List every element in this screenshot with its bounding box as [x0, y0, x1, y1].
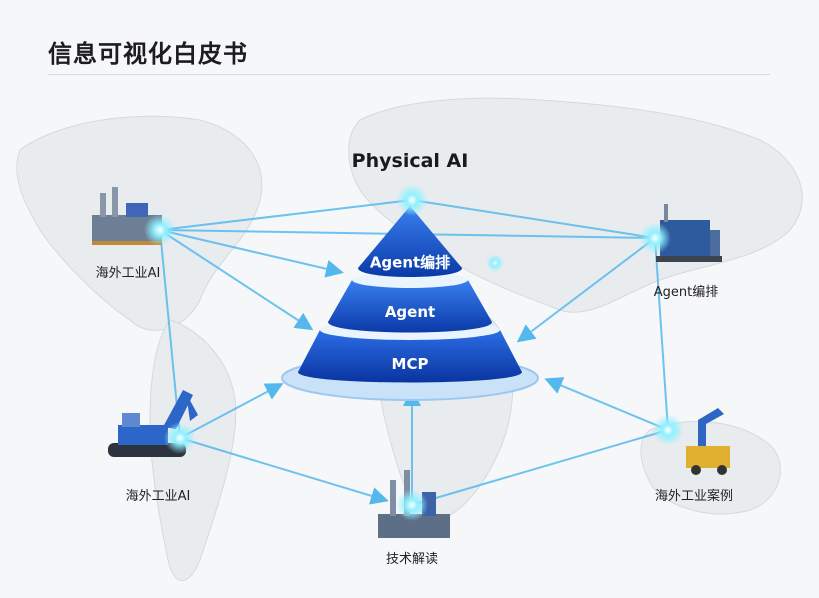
connection-link: [159, 229, 344, 278]
tier-label-agent: Agent: [384, 303, 436, 321]
connection-link: [516, 237, 656, 343]
connection-link: [654, 237, 669, 431]
tier-label-mcp: MCP: [391, 355, 429, 373]
connection-links: [159, 199, 669, 506]
node-label-overseas-industrial-ai-2: 海外工业AI: [125, 489, 191, 504]
robot-arm-forklift-icon: [686, 408, 730, 475]
tier-agent: [328, 280, 492, 333]
tier-mcp: [298, 330, 522, 383]
node-glow: [639, 222, 671, 254]
connection-link: [159, 229, 314, 331]
connection-link: [411, 429, 669, 506]
connection-link: [179, 437, 389, 505]
page-title: 信息可视化白皮书: [48, 40, 248, 68]
connection-link: [411, 199, 656, 239]
connection-link: [179, 383, 284, 439]
node-glow: [164, 422, 196, 454]
tier-separator: [352, 272, 468, 288]
node-glow: [396, 489, 428, 521]
node-glow: [396, 184, 428, 216]
node-label-agent-orchestration: Agent编排: [653, 285, 719, 300]
node-label-overseas-industrial-cases: 海外工业案例: [654, 489, 734, 504]
node-glows: [144, 184, 684, 521]
excavator-icon: [108, 390, 198, 457]
node-glow: [486, 254, 504, 272]
tier-agent-orchestration: [358, 206, 462, 277]
node-glow: [652, 414, 684, 446]
apex-label: Physical AI: [351, 150, 469, 172]
connection-link: [544, 377, 669, 431]
node-label-technical-interpretation: 技术解读: [385, 552, 439, 567]
connection-link: [159, 199, 413, 231]
pyramid: [281, 206, 539, 401]
node-label-overseas-industrial-ai-1: 海外工业AI: [95, 266, 161, 281]
node-glow: [144, 214, 176, 246]
tier-label-agent-orchestration: Agent编排: [369, 253, 451, 272]
title-divider: [48, 74, 770, 75]
